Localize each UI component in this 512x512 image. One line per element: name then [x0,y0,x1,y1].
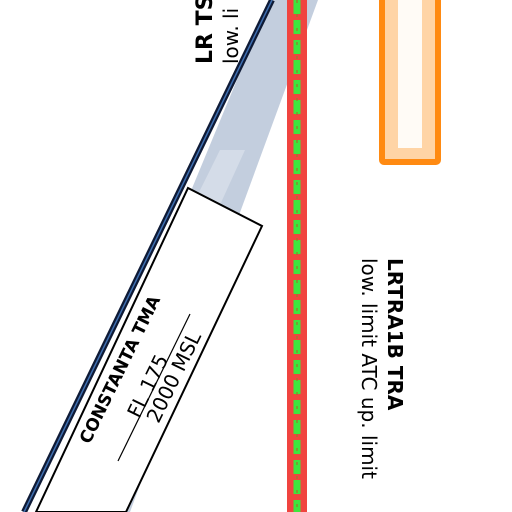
tma-label-box [34,186,264,512]
ts-limit-label: low. li [219,8,243,64]
tma-boundary-line-inner [23,0,273,512]
tra-boundary-red [287,0,307,512]
ts-name-label: LR TS [193,0,218,64]
tra-name-label: LRTRA1B TRA [383,258,407,411]
tma-limit-divider [117,313,191,462]
restricted-area-inner [398,0,422,148]
tra-limits-label: low. limit ATC up. limit [357,258,381,479]
